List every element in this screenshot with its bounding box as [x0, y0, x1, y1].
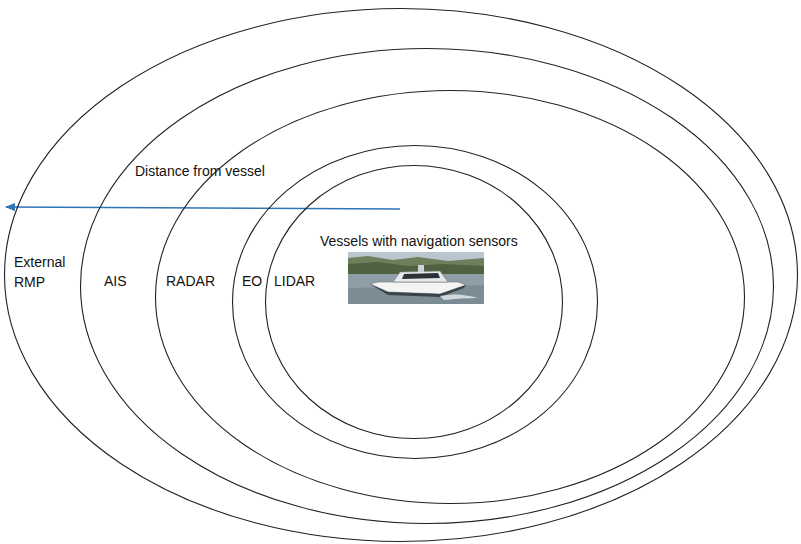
sensor-label: EO [242, 271, 268, 291]
range-ring: RADAR EO LIDAR Vessels with navigation sens… [155, 90, 745, 504]
sensor-label: LIDAR [274, 271, 334, 291]
range-ring: EO LIDAR Vessels with navigation sensors [232, 145, 598, 459]
sensor-label: AIS [104, 271, 149, 291]
sensor-label: RADAR [166, 271, 228, 291]
ring-outline [265, 165, 563, 439]
ring-outline [155, 90, 745, 504]
range-ring: External RMPAISRADAREOLIDARVessels with … [4, 8, 798, 542]
ring-outline [232, 145, 598, 459]
range-ring: AIS RADAR EO LIDAR Vessels with navigation s… [80, 48, 774, 524]
axis-label: Distance from vessel [135, 163, 265, 179]
sensor-label: External RMP [14, 252, 76, 293]
vessel-caption: Vessels with navigation sensors [320, 231, 555, 251]
range-ring: LIDAR Vessels with navigation sensors [265, 165, 563, 439]
boat-photo [348, 252, 484, 304]
